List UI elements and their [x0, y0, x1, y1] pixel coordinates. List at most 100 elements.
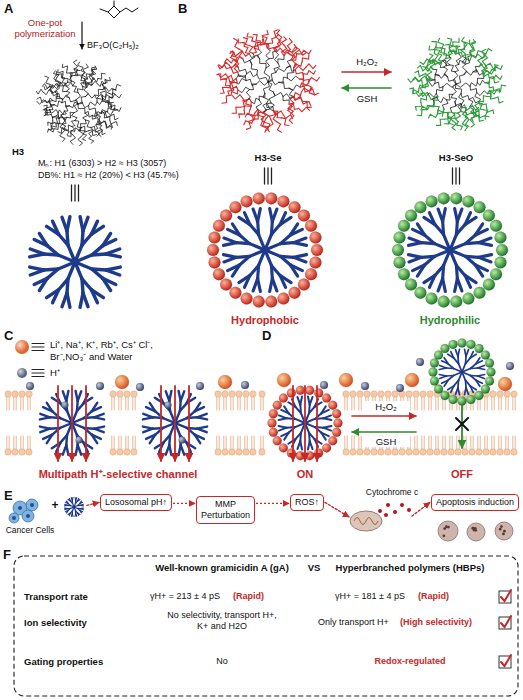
illustration-part — [84, 398, 93, 404]
ion — [506, 362, 514, 370]
illustration-part — [244, 213, 250, 225]
illustration-part — [82, 73, 87, 81]
illustration-part — [439, 375, 446, 376]
illustration-part — [282, 118, 289, 126]
illustration-part — [332, 428, 341, 437]
illustration-part — [443, 527, 446, 530]
illustration-part — [43, 89, 53, 94]
illustration-part — [79, 128, 85, 134]
illustration-part — [264, 68, 270, 82]
equivalence-sign — [32, 344, 44, 351]
illustration-part — [515, 436, 516, 449]
illustration-part — [450, 250, 456, 265]
illustration-part — [438, 38, 444, 48]
illustration-part — [77, 403, 84, 411]
ion — [179, 437, 186, 444]
illustration-part — [219, 62, 229, 67]
illustration-part — [436, 119, 444, 125]
illustration-part — [216, 397, 217, 410]
illustration-part — [344, 436, 345, 449]
illustration-part — [27, 397, 28, 410]
stimulus-label: H₂O₂ — [362, 401, 410, 412]
illustration-part — [62, 75, 68, 83]
illustration-part — [74, 104, 78, 113]
illustration-part — [435, 250, 450, 256]
illustration-part — [174, 386, 176, 461]
row-header: Ion selectivity — [24, 617, 87, 628]
illustration-part — [459, 436, 460, 449]
illustration-part — [466, 436, 467, 449]
illustration-part — [65, 505, 68, 507]
illustration-part — [95, 94, 103, 98]
equivalence-sign — [453, 168, 460, 184]
illustration-part — [81, 504, 84, 505]
illustration-part — [421, 96, 427, 102]
illustration-part — [265, 296, 277, 308]
illustration-part — [386, 503, 390, 507]
illustration-part — [232, 95, 242, 99]
illustration-part — [52, 113, 58, 121]
illustration-part — [124, 449, 130, 455]
illustration-part — [453, 38, 459, 46]
illustration-part — [508, 397, 509, 410]
illustration-part — [213, 268, 225, 280]
illustration-part — [351, 436, 352, 449]
illustration-part — [238, 67, 247, 73]
illustration-part — [75, 262, 82, 279]
illustration-part — [69, 102, 78, 108]
illustration-part — [483, 69, 492, 73]
illustration-part — [470, 83, 477, 87]
illustration-part — [18, 506, 22, 510]
panel-letter: A — [4, 1, 13, 17]
illustration-part — [244, 397, 245, 410]
illustration-part — [83, 113, 88, 120]
illustration-part — [30, 267, 44, 270]
illustration-part — [80, 502, 83, 503]
illustration-part — [469, 48, 474, 56]
illustration-part — [163, 435, 170, 443]
illustration-part — [187, 398, 196, 404]
illustration-part — [261, 121, 267, 132]
illustration-part — [289, 113, 294, 124]
illustration-part — [219, 436, 220, 449]
illustration-part — [30, 436, 31, 449]
illustration-part — [175, 418, 187, 423]
illustration-part — [460, 107, 466, 117]
illustration-part — [310, 397, 313, 405]
illustration-part — [283, 115, 292, 119]
illustration-part — [501, 616, 511, 627]
illustration-part — [75, 121, 81, 128]
ion — [498, 377, 512, 391]
illustration-part — [476, 361, 483, 364]
illustration-part — [443, 83, 456, 87]
illustration-part — [428, 397, 429, 410]
illustration-part — [487, 436, 488, 449]
illustration-part — [487, 368, 496, 377]
illustration-part — [328, 401, 337, 410]
illustration-part — [259, 391, 265, 397]
illustration-part — [71, 386, 73, 461]
illustration-part — [103, 240, 116, 246]
illustration-part — [99, 120, 106, 125]
illustration-part — [125, 397, 126, 410]
illustration-part — [490, 220, 502, 232]
illustration-part — [80, 293, 83, 307]
illustration-part — [421, 397, 422, 410]
illustration-part — [505, 436, 506, 449]
illustration-part — [53, 221, 59, 234]
illustration-part — [102, 98, 108, 104]
ion — [218, 375, 232, 389]
mitochondrion — [350, 503, 411, 531]
table-cell: Redox-regulated — [355, 656, 465, 667]
illustration-part — [392, 449, 398, 455]
illustration-part — [267, 120, 273, 132]
illustration-part — [75, 255, 92, 262]
illustration-part — [442, 436, 443, 449]
illustration-part — [71, 185, 72, 201]
illustration-part — [295, 433, 300, 439]
illustration-part — [187, 428, 195, 435]
illustration-part — [405, 278, 417, 290]
illustration-part — [243, 449, 249, 455]
illustration-part — [60, 435, 67, 443]
illustration-part — [290, 229, 302, 235]
